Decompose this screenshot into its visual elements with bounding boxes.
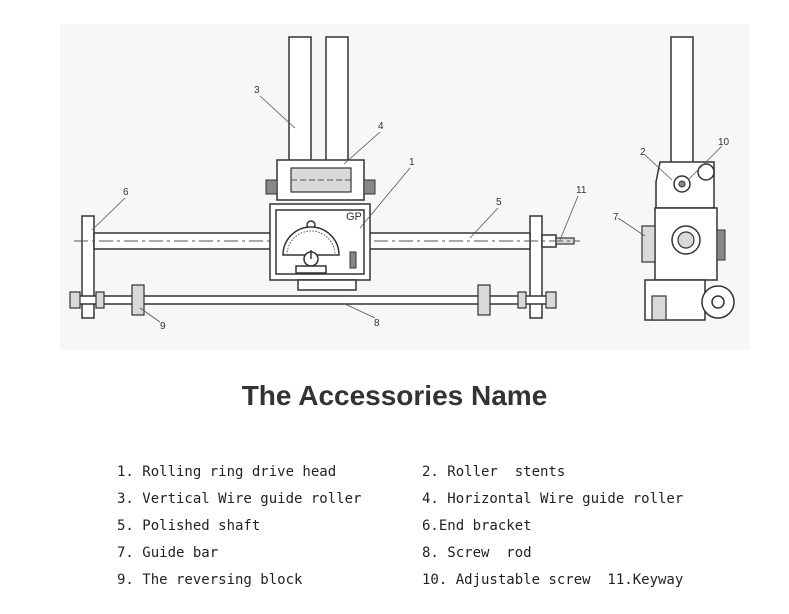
- page-title: The Accessories Name: [241, 380, 548, 411]
- side-base-slot: [651, 295, 667, 321]
- legend-item: 1. Rolling ring drive head: [117, 464, 337, 480]
- side-vertical-roller: [670, 36, 694, 168]
- side-lever: [716, 229, 726, 261]
- callout-6: 6: [123, 187, 129, 198]
- callout-8: 8: [374, 318, 380, 329]
- vertical-roller-left: [288, 36, 312, 168]
- callout-11: 11: [576, 185, 587, 196]
- callout-4: 4: [378, 121, 384, 132]
- nut-right-inner: [517, 291, 527, 309]
- nut-left-outer: [69, 291, 81, 309]
- callout-1: 1: [409, 157, 415, 168]
- callout-10: 10: [718, 137, 730, 148]
- callout-9: 9: [160, 321, 166, 332]
- reversing-block-left: [131, 284, 145, 316]
- callout-5: 5: [496, 197, 502, 208]
- legend-item: 8. Screw rod: [422, 545, 532, 561]
- legend-item: 3. Vertical Wire guide roller: [117, 491, 362, 507]
- legend-item: 7. Guide bar: [117, 545, 219, 561]
- legend-item: 9. The reversing block: [117, 572, 303, 588]
- legend-item: 2. Roller stents: [422, 464, 566, 480]
- side-guide-bar: [641, 225, 656, 263]
- vertical-roller-right: [325, 36, 349, 168]
- knob-right: [363, 179, 376, 195]
- legend-item: 6.End bracket: [422, 518, 532, 534]
- nut-right-outer: [545, 291, 557, 309]
- callout-2: 2: [640, 147, 646, 158]
- drive-head-base: [297, 279, 357, 291]
- side-roller-small: [697, 163, 715, 181]
- angle-dial: [282, 226, 340, 256]
- legend-item: 5. Polished shaft: [117, 518, 261, 534]
- legend-item: 4. Horizontal Wire guide roller: [422, 491, 684, 507]
- gp-logo-text: GP: [346, 211, 362, 223]
- callout-3: 3: [254, 85, 260, 96]
- reversing-block-right: [477, 284, 491, 316]
- callout-7: 7: [613, 212, 619, 223]
- nut-left-inner: [95, 291, 105, 309]
- legend-item: 10. Adjustable screw 11.Keyway: [422, 572, 684, 588]
- knob-left: [265, 179, 278, 195]
- lock-lever: [349, 251, 357, 269]
